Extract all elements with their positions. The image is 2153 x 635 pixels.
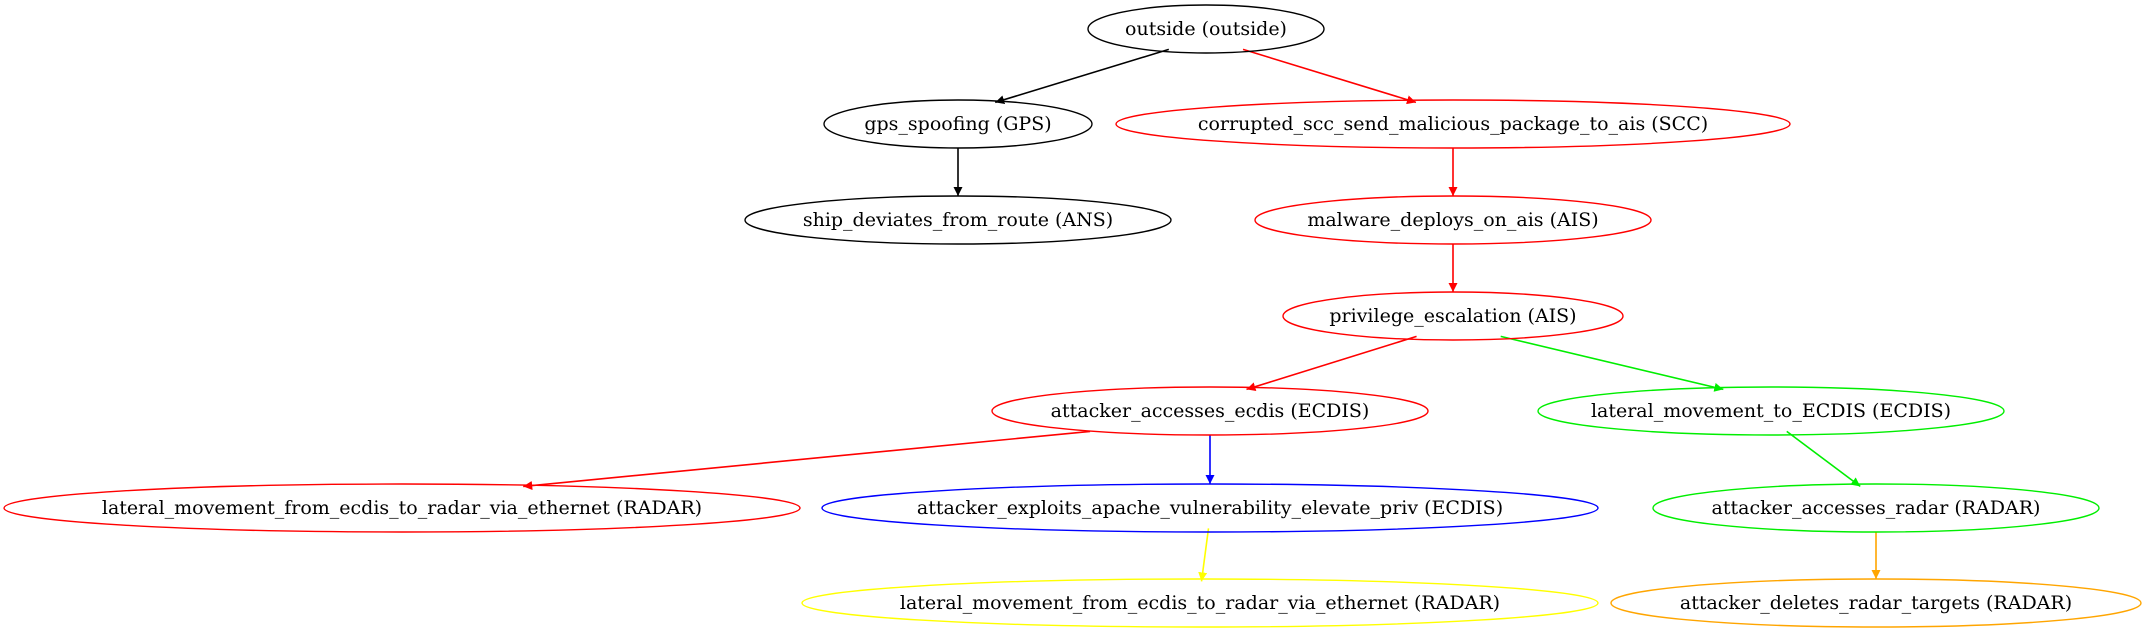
node-ans: ship_deviates_from_route (ANS) <box>744 195 1172 245</box>
node-ellipse <box>1610 578 2142 628</box>
node-label: lateral_movement_from_ecdis_to_radar_via… <box>102 497 702 519</box>
node-radar_delete: attacker_deletes_radar_targets (RADAR) <box>1610 578 2142 628</box>
node-gps: gps_spoofing (GPS) <box>823 99 1093 149</box>
edge-ecdis_access-to-radar_lateral_red <box>523 430 1091 491</box>
node-ellipse <box>3 483 801 533</box>
edge-ais_priv-to-ecdis_lateral <box>1500 335 1724 392</box>
edges-layer <box>523 48 1881 582</box>
node-outside: outside (outside) <box>1087 4 1325 54</box>
node-radar_access: attacker_accesses_radar (RADAR) <box>1652 483 2100 533</box>
node-ellipse <box>821 483 1599 533</box>
node-label: attacker_accesses_ecdis (ECDIS) <box>1051 400 1370 422</box>
node-label: attacker_deletes_radar_targets (RADAR) <box>1680 592 2072 614</box>
node-label: outside (outside) <box>1125 18 1287 40</box>
edge-outside-to-gps <box>994 48 1170 105</box>
node-label: ship_deviates_from_route (ANS) <box>803 209 1113 231</box>
edge-ais_priv-to-ecdis_access <box>1246 335 1417 392</box>
node-radar_lateral_yellow: lateral_movement_from_ecdis_to_radar_via… <box>801 578 1599 628</box>
node-ellipse <box>1537 386 2005 436</box>
node-ais_malware: malware_deploys_on_ais (AIS) <box>1254 195 1652 245</box>
node-label: attacker_accesses_radar (RADAR) <box>1712 497 2041 519</box>
node-ellipse <box>1115 99 1791 149</box>
node-ellipse <box>801 578 1599 628</box>
node-scc: corrupted_scc_send_malicious_package_to_… <box>1115 99 1791 149</box>
edge-outside-to-scc <box>1242 48 1417 105</box>
node-label: lateral_movement_to_ECDIS (ECDIS) <box>1591 400 1951 422</box>
node-ellipse <box>1282 291 1624 341</box>
edge-apache-to-radar_lateral_yellow <box>1198 528 1210 582</box>
node-ellipse <box>1087 4 1325 54</box>
node-apache: attacker_exploits_apache_vulnerability_e… <box>821 483 1599 533</box>
node-label: malware_deploys_on_ais (AIS) <box>1307 209 1598 231</box>
node-ellipse <box>1254 195 1652 245</box>
node-ecdis_access: attacker_accesses_ecdis (ECDIS) <box>991 386 1429 436</box>
node-ellipse <box>1652 483 2100 533</box>
node-label: corrupted_scc_send_malicious_package_to_… <box>1198 113 1708 135</box>
node-label: lateral_movement_from_ecdis_to_radar_via… <box>900 592 1500 614</box>
node-label: privilege_escalation (AIS) <box>1329 305 1576 327</box>
edge-ecdis_lateral-to-radar_access <box>1786 430 1861 488</box>
node-label: gps_spoofing (GPS) <box>864 113 1051 135</box>
node-ecdis_lateral: lateral_movement_to_ECDIS (ECDIS) <box>1537 386 2005 436</box>
nodes-layer: outside (outside) gps_spoofing (GPS) corru… <box>3 4 2142 628</box>
node-radar_lateral_red: lateral_movement_from_ecdis_to_radar_via… <box>3 483 801 533</box>
node-ais_priv: privilege_escalation (AIS) <box>1282 291 1624 341</box>
node-ellipse <box>744 195 1172 245</box>
node-ellipse <box>823 99 1093 149</box>
node-ellipse <box>991 386 1429 436</box>
node-label: attacker_exploits_apache_vulnerability_e… <box>917 497 1503 519</box>
